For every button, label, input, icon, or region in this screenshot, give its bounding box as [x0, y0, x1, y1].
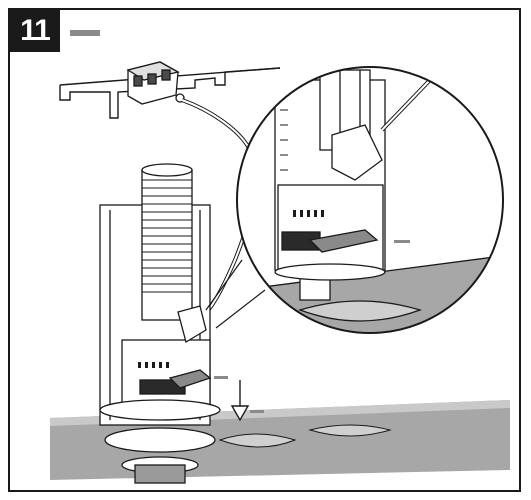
- callout-dash-lower: [214, 376, 228, 379]
- step-title-placeholder: [70, 30, 100, 36]
- flush-valve-diagram: [50, 61, 510, 484]
- instruction-panel: 11: [8, 8, 521, 492]
- magnified-detail: [236, 66, 504, 334]
- magnifier-leader-lines: [205, 259, 266, 329]
- step-number-badge: 11: [10, 10, 60, 52]
- callout-dash-magnified: [394, 240, 410, 243]
- callout-dash-base: [250, 410, 264, 413]
- valve-lower-housing: [99, 305, 221, 484]
- sensor-module: [126, 61, 185, 105]
- push-down-arrow-icon: [230, 380, 250, 422]
- lower-indicator-marks: [138, 362, 169, 368]
- overflow-tube-ribs: [142, 179, 192, 293]
